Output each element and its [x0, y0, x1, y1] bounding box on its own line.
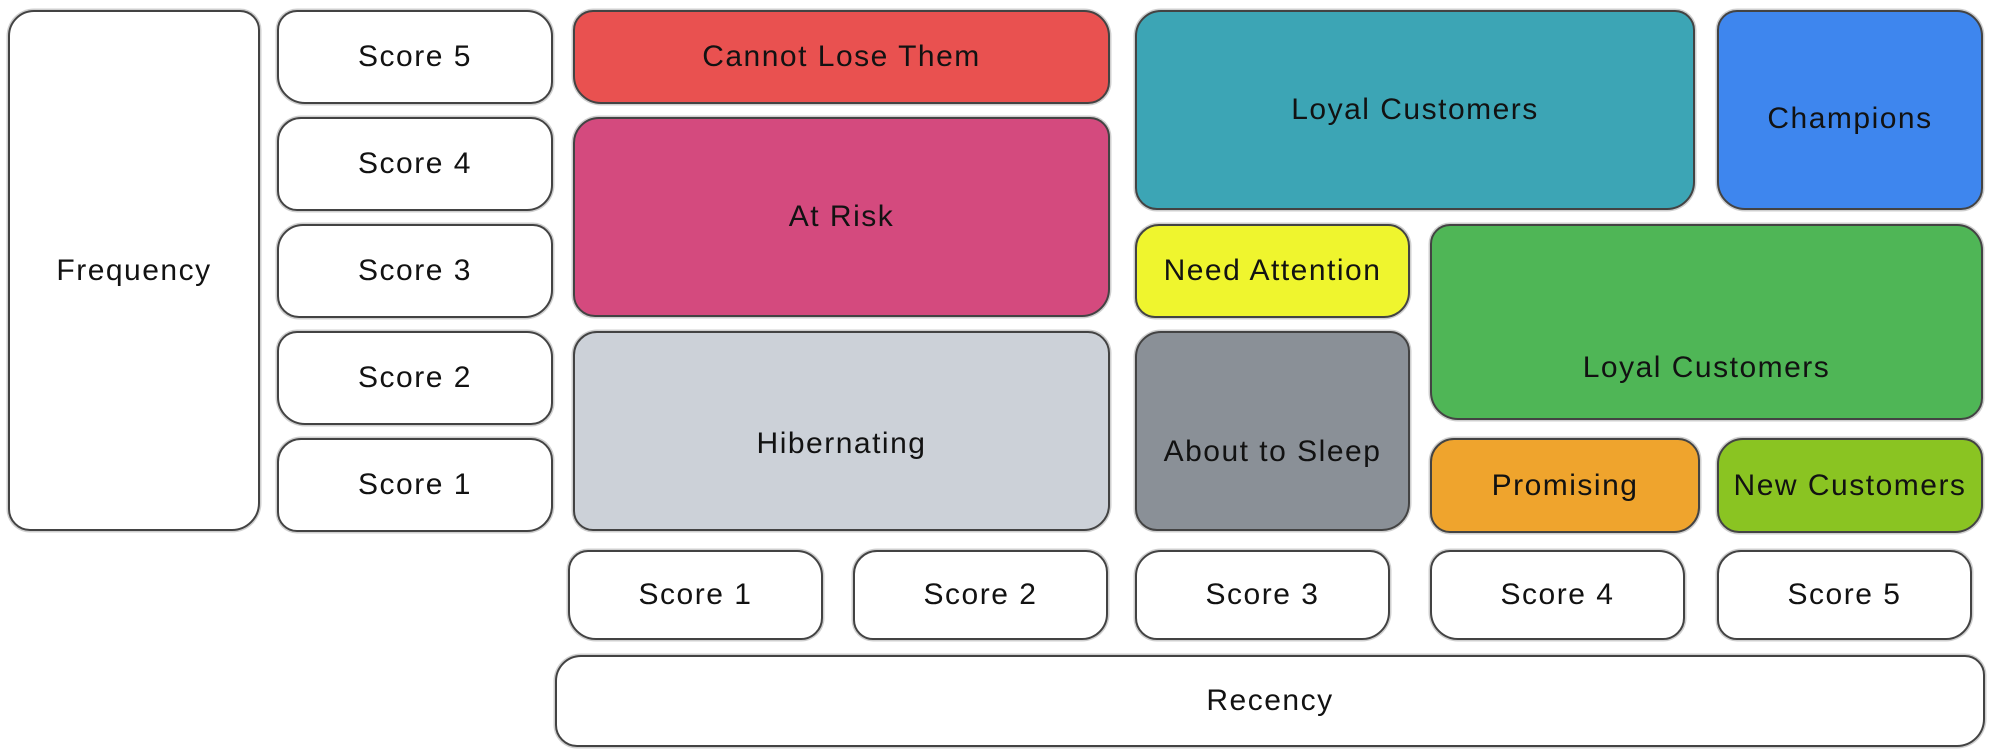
- segment-cannot-lose-them: Cannot Lose Them: [573, 10, 1110, 104]
- segment-about-to-sleep: About to Sleep: [1135, 331, 1410, 531]
- frequency-axis-box: Frequency: [8, 10, 260, 531]
- frequency-score-3-box: Score 3: [277, 224, 553, 318]
- segment-hibernating: Hibernating: [573, 331, 1110, 531]
- frequency-score-4-label: Score 4: [358, 147, 472, 180]
- recency-score-3-box: Score 3: [1135, 550, 1390, 640]
- segment-about-to-sleep-label: About to Sleep: [1163, 435, 1382, 468]
- segment-promising-label: Promising: [1491, 468, 1639, 502]
- frequency-axis-label: Frequency: [56, 253, 212, 287]
- segment-champions: Champions: [1717, 10, 1983, 210]
- frequency-score-4-box: Score 4: [277, 117, 553, 211]
- segment-at-risk-label: At Risk: [788, 200, 895, 233]
- frequency-score-2-box: Score 2: [277, 331, 553, 425]
- segment-promising: Promising: [1430, 438, 1700, 533]
- frequency-score-3-label: Score 3: [358, 254, 472, 287]
- segment-need-attention-label: Need Attention: [1163, 254, 1382, 287]
- recency-axis-label: Recency: [1206, 684, 1334, 717]
- segment-need-attention: Need Attention: [1135, 224, 1410, 318]
- segment-cannot-lose-them-label: Cannot Lose Them: [702, 40, 981, 73]
- segment-loyal-customers-top-label: Loyal Customers: [1291, 93, 1539, 126]
- segment-champions-label: Champions: [1767, 102, 1933, 135]
- recency-score-4-box: Score 4: [1430, 550, 1685, 640]
- recency-score-4-label: Score 4: [1500, 578, 1615, 611]
- recency-score-1-label: Score 1: [638, 578, 753, 611]
- recency-score-5-box: Score 5: [1717, 550, 1972, 640]
- recency-score-1-box: Score 1: [568, 550, 823, 640]
- segment-hibernating-label: Hibernating: [756, 427, 927, 460]
- frequency-score-1-label: Score 1: [358, 468, 472, 501]
- segment-loyal-customers-top: Loyal Customers: [1135, 10, 1695, 210]
- frequency-score-1-box: Score 1: [277, 438, 553, 532]
- segment-loyal-customers-mid: Loyal Customers: [1430, 224, 1983, 420]
- segment-new-customers: New Customers: [1717, 438, 1983, 533]
- segment-new-customers-label: New Customers: [1733, 468, 1967, 502]
- recency-score-2-label: Score 2: [923, 578, 1038, 611]
- recency-score-3-label: Score 3: [1205, 578, 1320, 611]
- frequency-score-2-label: Score 2: [358, 361, 472, 394]
- segment-at-risk: At Risk: [573, 117, 1110, 317]
- recency-score-5-label: Score 5: [1787, 578, 1902, 611]
- frequency-score-5-box: Score 5: [277, 10, 553, 104]
- recency-score-2-box: Score 2: [853, 550, 1108, 640]
- frequency-score-5-label: Score 5: [358, 40, 472, 73]
- recency-axis-box: Recency: [555, 655, 1985, 747]
- segment-loyal-customers-mid-label: Loyal Customers: [1582, 351, 1831, 384]
